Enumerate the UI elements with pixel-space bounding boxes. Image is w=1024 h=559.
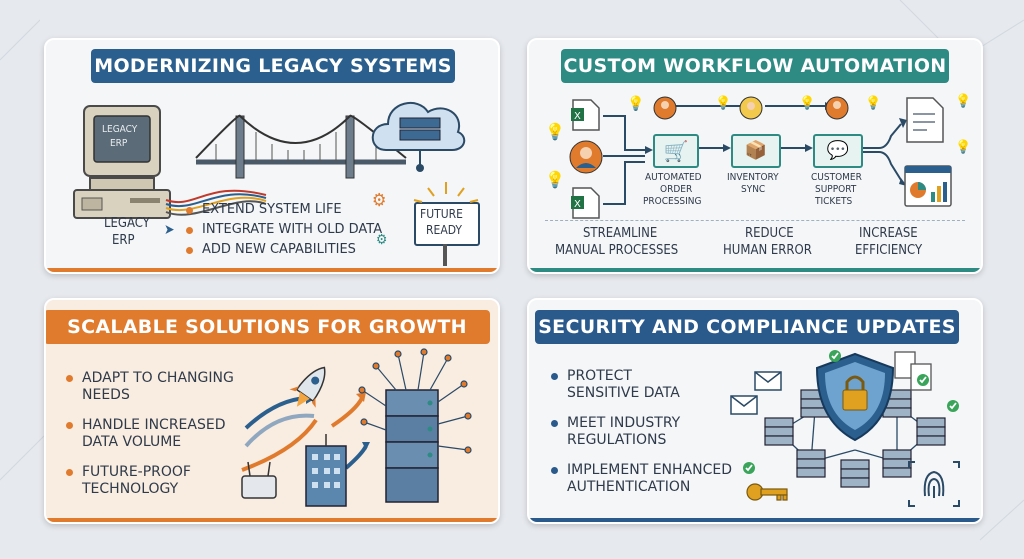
- bullet-dot: [551, 373, 558, 380]
- bullet-text: AUTHENTICATION: [567, 479, 691, 495]
- bullet-text: ADAPT TO CHANGING: [82, 370, 234, 386]
- legacy-computer-icon: [73, 105, 171, 219]
- benefit-2-line2: HUMAN ERROR: [723, 243, 812, 258]
- step-1-line2: ORDER: [660, 184, 693, 195]
- benefit-3-line2: EFFICIENCY: [855, 243, 923, 258]
- step-3-line2: SUPPORT: [815, 184, 857, 195]
- person-icon: [569, 140, 603, 174]
- lightbulb-icon: 💡: [799, 96, 816, 111]
- bullet-dot: [66, 375, 73, 382]
- workflow-benefits-divider: [545, 220, 965, 221]
- lightbulb-icon: 💡: [865, 96, 882, 111]
- step-2-line2: SYNC: [741, 184, 766, 195]
- bullet-text: TECHNOLOGY: [82, 481, 179, 497]
- lightbulb-icon: 💡: [545, 122, 565, 141]
- cloud-server-icon: [371, 102, 466, 172]
- sign-line1: FUTURE: [420, 207, 463, 221]
- legacy-caption-line2: ERP: [112, 233, 135, 248]
- bullet-text: IMPLEMENT ENHANCED: [567, 462, 732, 478]
- bullet-dot: [66, 469, 73, 476]
- box-icon-box: 📦: [731, 134, 781, 168]
- benefit-1-line2: MANUAL PROCESSES: [555, 243, 679, 258]
- svg-text:X: X: [574, 111, 581, 122]
- scalable-bullet: HANDLE INCREASED DATA VOLUME: [66, 417, 234, 451]
- lightbulb-icon: 💡: [955, 140, 972, 155]
- scalable-bullet: FUTURE-PROOF TECHNOLOGY: [66, 464, 234, 498]
- step-3-line3: TICKETS: [815, 196, 853, 207]
- cables: [165, 189, 267, 216]
- lightbulb-icon: 💡: [955, 94, 972, 109]
- document-icon: [906, 97, 944, 143]
- legacy-bullet: ADD NEW CAPABILITIES: [186, 240, 382, 260]
- step-3-line1: CUSTOMER: [811, 172, 862, 183]
- lightbulb-icon: 💡: [627, 96, 645, 112]
- bullet-text: MEET INDUSTRY: [567, 415, 681, 431]
- monitor-text-line2: ERP: [110, 138, 128, 149]
- sign-post: [443, 244, 447, 266]
- scalable-bullets: ADAPT TO CHANGING NEEDS HANDLE INCREASED…: [66, 370, 234, 498]
- sign-line2: READY: [426, 223, 462, 237]
- lightbulb-icon: 💡: [715, 96, 732, 111]
- worker-icon: [739, 96, 763, 120]
- bridge-icon: [195, 114, 407, 179]
- gear-icon: ⚙: [372, 190, 387, 211]
- person-icon: [653, 96, 677, 120]
- legacy-title: MODERNIZING LEGACY SYSTEMS: [91, 49, 455, 83]
- security-bullet: MEET INDUSTRY REGULATIONS: [551, 415, 732, 449]
- spreadsheet-icon: X: [571, 99, 600, 131]
- bullet-text: REGULATIONS: [567, 432, 667, 448]
- arrow-icon: ➤: [164, 222, 175, 238]
- step-1-line3: PROCESSING: [643, 196, 702, 207]
- dashboard-icon: [904, 165, 952, 207]
- bullet-text: DATA VOLUME: [82, 434, 182, 450]
- benefit-2-line1: REDUCE: [745, 226, 794, 241]
- chat-icon-box: 💬: [813, 134, 863, 168]
- legacy-bullet: INTEGRATE WITH OLD DATA: [186, 220, 382, 240]
- bullet-text: FUTURE-PROOF: [82, 464, 191, 480]
- security-bullet: PROTECT SENSITIVE DATA: [551, 368, 732, 402]
- legacy-bullets: EXTEND SYSTEM LIFE INTEGRATE WITH OLD DA…: [186, 200, 382, 260]
- security-bullets: PROTECT SENSITIVE DATA MEET INDUSTRY REG…: [551, 368, 732, 496]
- bullet-dot: [66, 422, 73, 429]
- security-title: SECURITY AND COMPLIANCE UPDATES: [535, 310, 959, 344]
- scalable-bullet: ADAPT TO CHANGING NEEDS: [66, 370, 234, 404]
- scalable-title: SCALABLE SOLUTIONS FOR GROWTH: [46, 310, 490, 344]
- security-bullet: IMPLEMENT ENHANCED AUTHENTICATION: [551, 462, 732, 496]
- person-icon: [825, 96, 849, 120]
- svg-text:X: X: [574, 199, 581, 210]
- benefit-1-line1: STREAMLINE: [583, 226, 658, 241]
- legacy-card: MODERNIZING LEGACY SYSTEMS LEGACY ERP: [44, 38, 500, 274]
- step-1-line1: AUTOMATED: [645, 172, 702, 183]
- gear-icon: ⚙: [376, 232, 388, 248]
- workflow-card: CUSTOM WORKFLOW AUTOMATION X X 💡 💡 💡: [527, 38, 983, 274]
- bullet-text: PROTECT: [567, 368, 632, 384]
- benefit-3-line1: INCREASE: [859, 226, 918, 241]
- legacy-bullet: EXTEND SYSTEM LIFE: [186, 200, 382, 220]
- step-2-line1: INVENTORY: [727, 172, 779, 183]
- growth-illustration: [241, 348, 472, 507]
- scalable-card: SCALABLE SOLUTIONS FOR GROWTH ADAPT TO C…: [44, 298, 500, 524]
- lightbulb-icon: 💡: [545, 170, 565, 189]
- security-network-illustration: [730, 350, 960, 507]
- workflow-title: CUSTOM WORKFLOW AUTOMATION: [561, 49, 949, 83]
- bullet-dot: [551, 420, 558, 427]
- bullet-text: SENSITIVE DATA: [567, 385, 680, 401]
- bullet-text: HANDLE INCREASED: [82, 417, 226, 433]
- bullet-dot: [551, 467, 558, 474]
- security-card: SECURITY AND COMPLIANCE UPDATES PROTECT …: [527, 298, 983, 524]
- legacy-caption-line1: LEGACY: [104, 216, 150, 231]
- monitor-text-line1: LEGACY: [102, 124, 138, 135]
- future-ready-sign: FUTURE READY: [414, 202, 480, 246]
- cart-icon-box: 🛒: [653, 134, 699, 168]
- sparkle-icon: [413, 182, 479, 203]
- spreadsheet-icon: X: [571, 187, 600, 219]
- bullet-text: NEEDS: [82, 387, 130, 403]
